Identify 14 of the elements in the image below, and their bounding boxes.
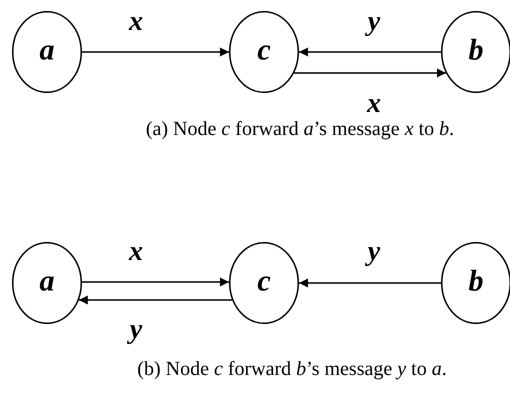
arrow: [299, 48, 441, 56]
arrow: [299, 278, 441, 288]
arrow: [82, 278, 229, 286]
node-label: a: [40, 266, 54, 296]
node-label: c: [257, 36, 271, 66]
caption: (b) Node c forward b’s message y to a.: [137, 358, 447, 380]
node-label: b: [468, 36, 484, 66]
node-label: b: [468, 266, 484, 296]
caption: (a) Node c forward a’s message x to b.: [146, 118, 454, 140]
arrow: [294, 68, 446, 78]
node-label: a: [40, 36, 54, 66]
node-label: c: [257, 266, 271, 296]
arrow: [82, 48, 229, 56]
arrow: [78, 296, 232, 304]
